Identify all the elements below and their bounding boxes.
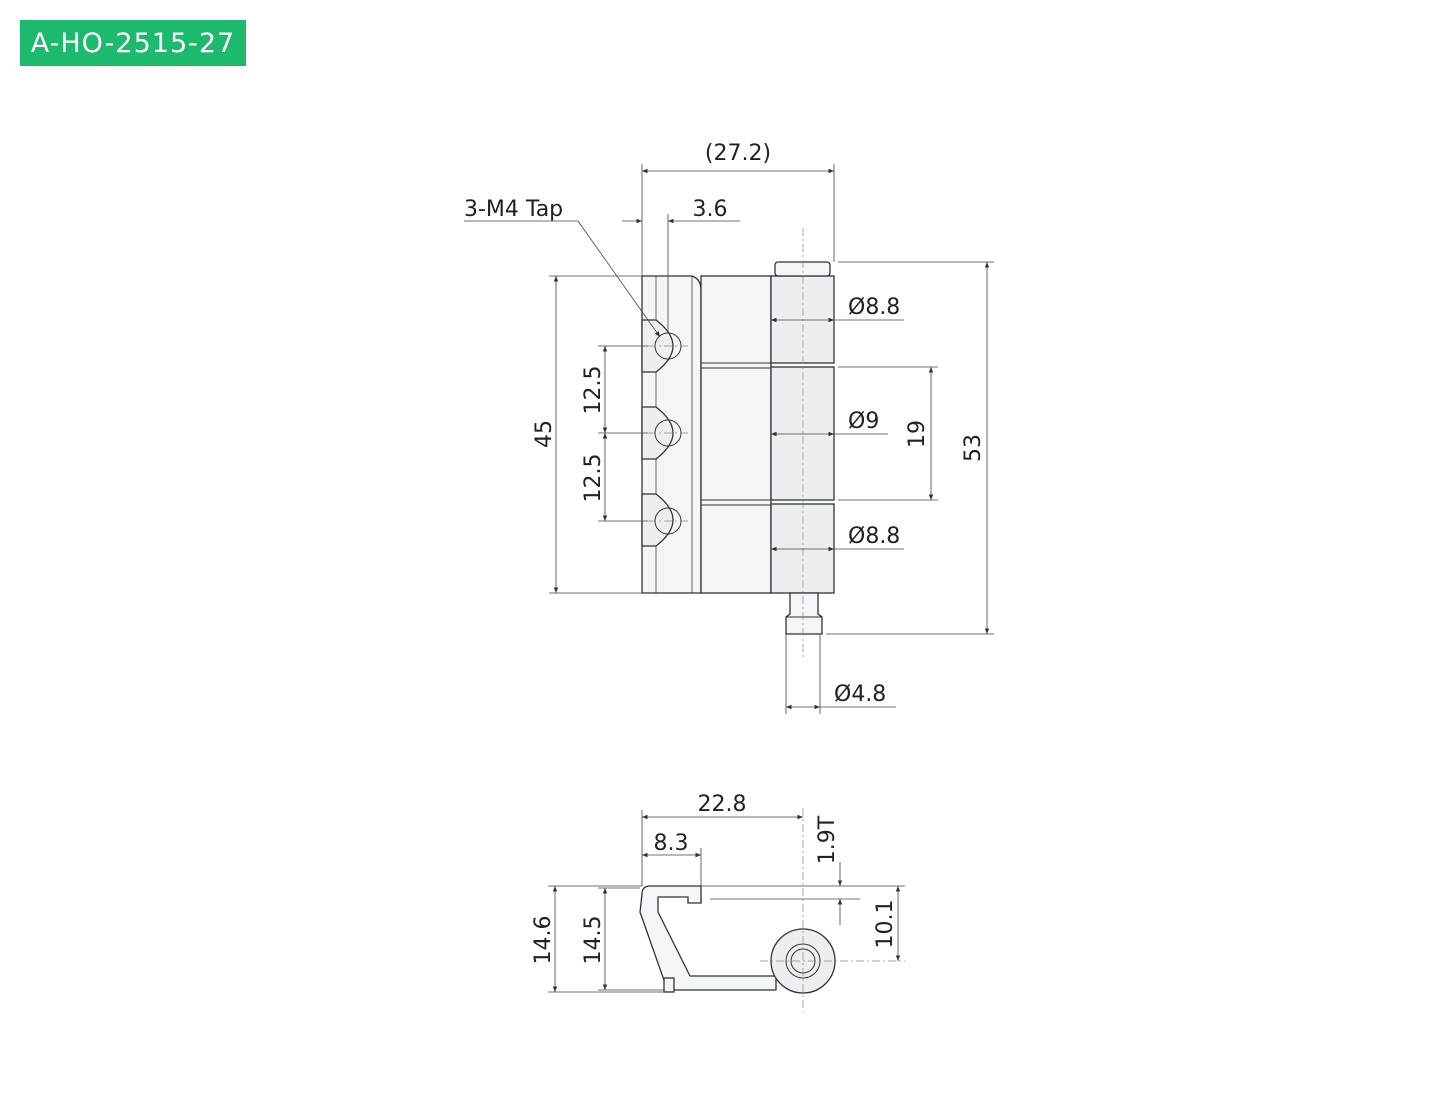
dim-knuckle-mid-dia: Ø9 bbox=[848, 409, 879, 434]
front-view: (27.2) 3.6 3-M4 Tap 45 12.5 12.5 Ø8.8 Ø9 bbox=[464, 141, 994, 714]
dim-side-width: 22.8 bbox=[698, 792, 747, 817]
dim-overall-height: 53 bbox=[961, 434, 986, 462]
knuckle-middle bbox=[770, 366, 835, 501]
hinge-profile bbox=[639, 885, 777, 991]
pin-tail bbox=[785, 592, 823, 635]
dim-knuckle-bottom-dia: Ø8.8 bbox=[848, 524, 900, 549]
dim-knuckle-top-dia: Ø8.8 bbox=[848, 295, 900, 320]
dim-pin-center-height: 10.1 bbox=[873, 900, 898, 949]
dim-tap-offset: 3.6 bbox=[693, 197, 728, 222]
dim-pin-dia: Ø4.8 bbox=[834, 682, 886, 707]
dim-flange-width: 8.3 bbox=[654, 831, 689, 856]
label-tap: 3-M4 Tap bbox=[464, 197, 563, 222]
pin-head bbox=[774, 261, 831, 277]
hinge-leaf-2 bbox=[700, 275, 772, 594]
side-view: 22.8 8.3 1.9T 10.1 14.6 14.5 bbox=[531, 792, 905, 1012]
dim-thickness: 1.9T bbox=[815, 815, 840, 864]
dim-overall-width: (27.2) bbox=[705, 141, 771, 166]
dim-knuckle-mid-length: 19 bbox=[905, 420, 930, 448]
dim-height-inner: 14.5 bbox=[581, 916, 606, 965]
dim-height-outer: 14.6 bbox=[531, 916, 556, 965]
part-number-badge: A-HO-2515-27 bbox=[20, 20, 246, 66]
dim-hole-pitch-bottom: 12.5 bbox=[581, 454, 606, 503]
tap-holes bbox=[641, 319, 690, 547]
dim-leaf-height: 45 bbox=[532, 420, 557, 448]
knuckle-top bbox=[770, 275, 835, 364]
dim-hole-pitch-top: 12.5 bbox=[581, 366, 606, 415]
knuckle-bottom bbox=[770, 503, 835, 594]
